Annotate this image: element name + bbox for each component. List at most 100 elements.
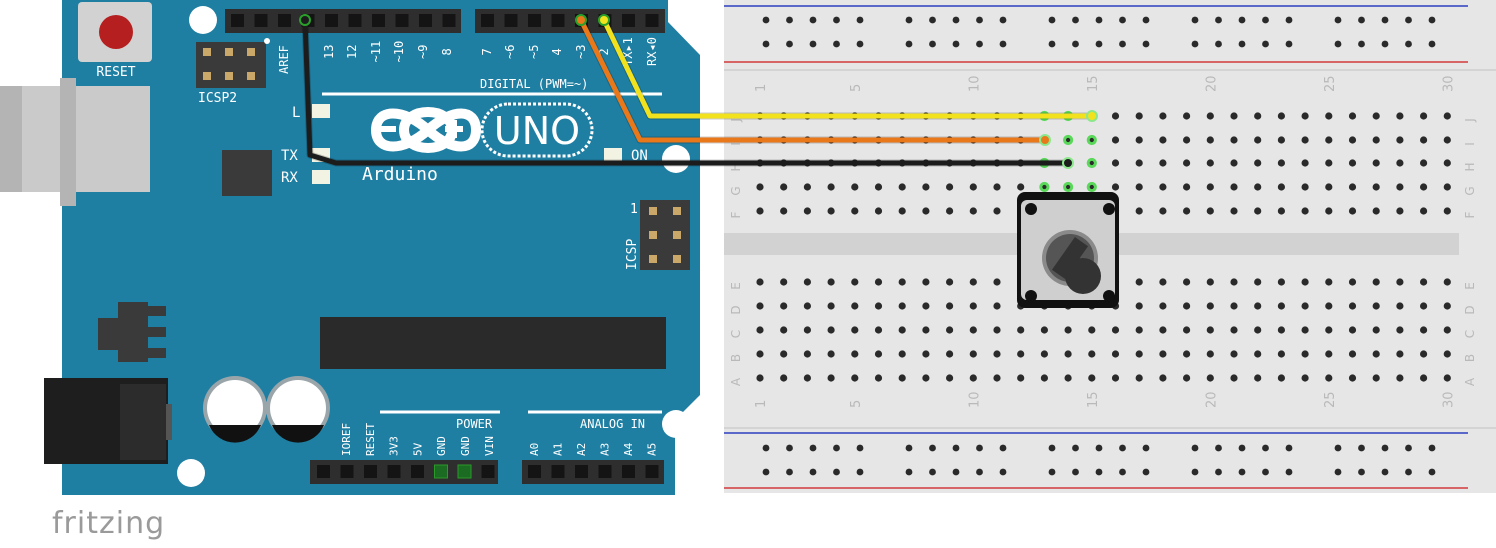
breadboard-hole[interactable] (1230, 136, 1238, 144)
breadboard-hole[interactable] (1135, 112, 1143, 120)
breadboard-hole[interactable] (1372, 302, 1380, 310)
breadboard-hole[interactable] (993, 302, 1001, 310)
rail-hole[interactable] (1285, 444, 1293, 452)
breadboard-hole[interactable] (1301, 278, 1309, 286)
breadboard-hole[interactable] (1301, 207, 1309, 215)
breadboard-hole[interactable] (874, 374, 883, 382)
breadboard-hole[interactable] (1183, 207, 1191, 215)
rail-hole[interactable] (1142, 468, 1150, 476)
breadboard-hole[interactable] (827, 207, 835, 215)
breadboard-hole[interactable] (1372, 207, 1380, 215)
rail-hole[interactable] (1334, 40, 1342, 48)
breadboard-hole[interactable] (1420, 350, 1428, 358)
rail-hole[interactable] (1262, 16, 1269, 24)
breadboard-hole[interactable] (1348, 159, 1357, 167)
breadboard-hole[interactable] (1348, 136, 1357, 144)
breadboard-hole[interactable] (780, 278, 788, 286)
rail-hole[interactable] (999, 16, 1007, 24)
breadboard-hole[interactable] (1443, 374, 1451, 382)
breadboard-hole[interactable] (1206, 374, 1214, 382)
breadboard-hole[interactable] (1206, 207, 1214, 215)
breadboard-hole[interactable] (1111, 112, 1120, 120)
breadboard-hole[interactable] (1159, 207, 1167, 215)
breadboard-hole[interactable] (1443, 350, 1451, 358)
breadboard-hole[interactable] (1348, 112, 1357, 120)
breadboard-hole[interactable] (969, 207, 977, 215)
breadboard-hole[interactable] (1230, 326, 1238, 334)
breadboard-hole[interactable] (1183, 136, 1191, 144)
header-pin[interactable] (411, 465, 424, 478)
rail-hole[interactable] (999, 40, 1007, 48)
breadboard-hole[interactable] (1111, 350, 1120, 358)
breadboard-hole[interactable] (1064, 350, 1072, 358)
rail-hole[interactable] (905, 468, 913, 476)
breadboard-hole[interactable] (1159, 302, 1167, 310)
breadboard-hole[interactable] (1230, 278, 1238, 286)
breadboard-hole[interactable] (874, 207, 883, 215)
breadboard-hole[interactable] (1301, 350, 1309, 358)
breadboard-hole[interactable] (1254, 302, 1262, 310)
breadboard-hole[interactable] (1063, 134, 1074, 146)
breadboard-hole[interactable] (1420, 159, 1428, 167)
rail-hole[interactable] (976, 40, 983, 48)
breadboard-hole[interactable] (874, 278, 883, 286)
breadboard-hole[interactable] (1254, 159, 1262, 167)
rail-hole[interactable] (1072, 16, 1079, 24)
rail-hole[interactable] (856, 444, 864, 452)
breadboard-hole[interactable] (827, 326, 835, 334)
breadboard-hole[interactable] (1206, 183, 1214, 191)
breadboard-hole[interactable] (1396, 159, 1404, 167)
rail-hole[interactable] (1215, 16, 1222, 24)
breadboard-hole[interactable] (1396, 136, 1404, 144)
breadboard-hole[interactable] (827, 302, 835, 310)
breadboard-hole[interactable] (969, 302, 977, 310)
breadboard-hole[interactable] (1254, 278, 1262, 286)
breadboard-hole[interactable] (993, 326, 1001, 334)
breadboard-hole[interactable] (1396, 207, 1404, 215)
header-pin[interactable] (348, 14, 362, 27)
rail-hole[interactable] (999, 468, 1007, 476)
rail-hole[interactable] (1262, 468, 1269, 476)
breadboard-hole[interactable] (1135, 302, 1143, 310)
breadboard-hole[interactable] (851, 278, 859, 286)
reset-button-cap[interactable] (99, 15, 133, 49)
breadboard-hole[interactable] (1183, 350, 1191, 358)
breadboard-hole[interactable] (1183, 302, 1191, 310)
rail-hole[interactable] (1428, 16, 1436, 24)
breadboard-hole[interactable] (1159, 326, 1167, 334)
breadboard-hole[interactable] (874, 302, 883, 310)
breadboard-hole[interactable] (1277, 374, 1285, 382)
breadboard-hole[interactable] (1183, 183, 1191, 191)
breadboard-hole[interactable] (1301, 374, 1309, 382)
breadboard-hole[interactable] (1183, 326, 1191, 334)
rail-hole[interactable] (1381, 16, 1389, 24)
breadboard-hole[interactable] (756, 302, 764, 310)
breadboard-hole[interactable] (780, 374, 788, 382)
breadboard-hole[interactable] (1396, 374, 1404, 382)
breadboard-hole[interactable] (756, 207, 764, 215)
breadboard-hole[interactable] (946, 374, 954, 382)
breadboard-hole[interactable] (993, 207, 1001, 215)
breadboard-hole[interactable] (969, 278, 977, 286)
breadboard-hole[interactable] (1396, 112, 1404, 120)
rail-hole[interactable] (952, 16, 960, 24)
breadboard-hole[interactable] (1396, 302, 1404, 310)
rail-hole[interactable] (1048, 444, 1056, 452)
potentiometer[interactable] (1017, 192, 1119, 308)
breadboard-hole[interactable] (1348, 278, 1357, 286)
header-pin[interactable] (395, 14, 409, 27)
breadboard-hole[interactable] (803, 278, 812, 286)
rail-hole[interactable] (786, 444, 793, 452)
rail-hole[interactable] (1262, 444, 1269, 452)
rail-hole[interactable] (976, 468, 983, 476)
header-pin[interactable] (598, 465, 612, 478)
breadboard-hole[interactable] (756, 374, 764, 382)
breadboard-hole[interactable] (827, 183, 835, 191)
breadboard-hole[interactable] (922, 278, 930, 286)
breadboard-hole[interactable] (827, 350, 835, 358)
rail-hole[interactable] (905, 444, 913, 452)
breadboard-hole[interactable] (946, 207, 954, 215)
breadboard-hole[interactable] (946, 326, 954, 334)
breadboard-hole[interactable] (851, 350, 859, 358)
breadboard-hole[interactable] (1443, 112, 1451, 120)
